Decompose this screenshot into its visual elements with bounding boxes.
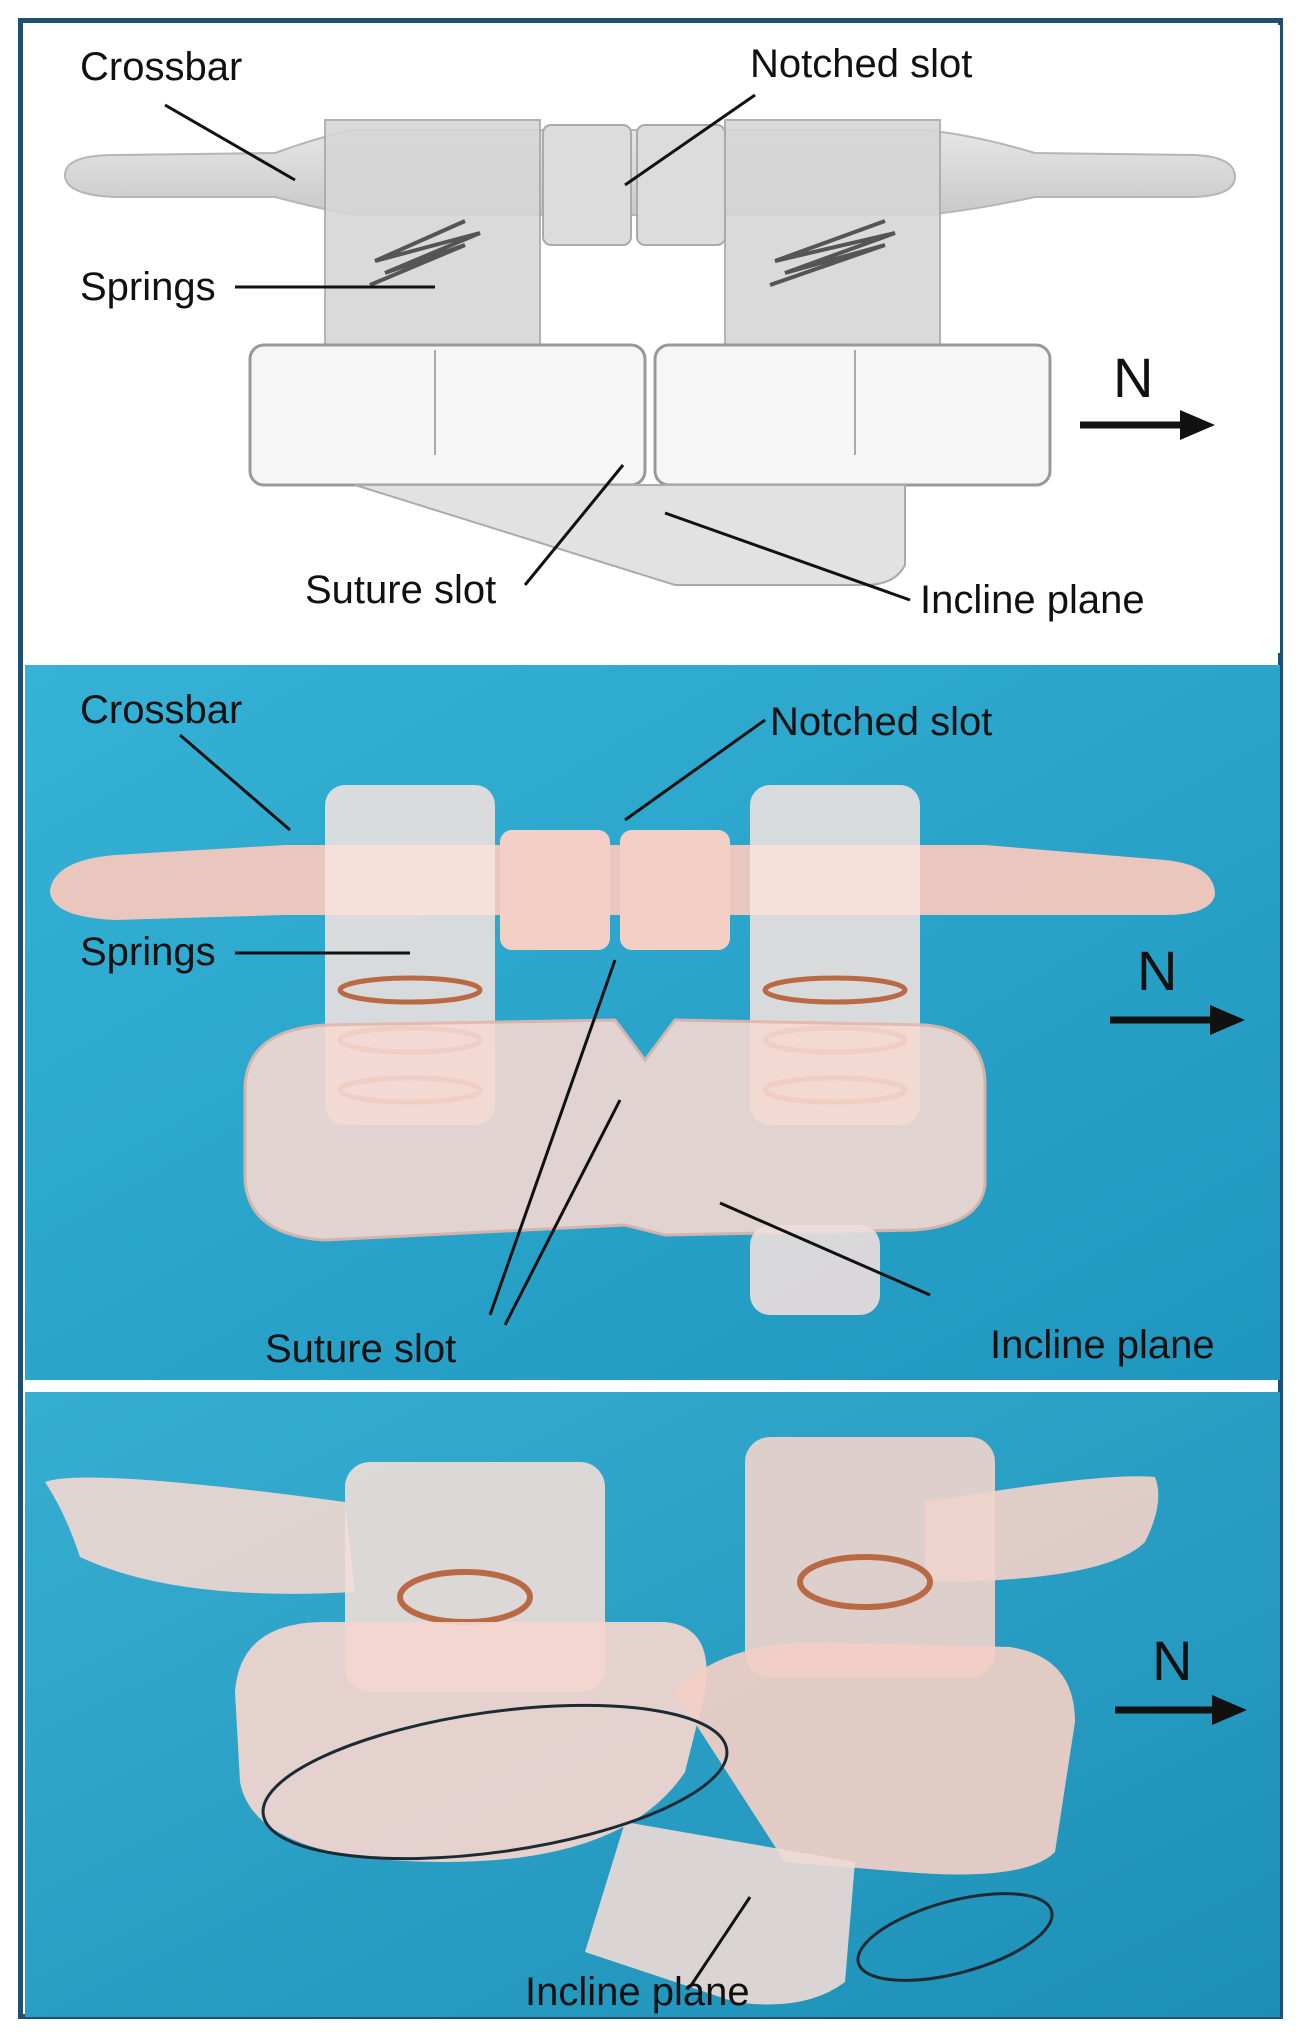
label-springs: Springs xyxy=(80,265,216,309)
crossbar-shape xyxy=(45,1477,355,1594)
outline-right xyxy=(856,1892,1054,1982)
label-springs: Springs xyxy=(80,930,216,974)
label-incline-plane: Incline plane xyxy=(525,1970,750,2014)
photo-side-drawing: Crossbar Notched slot Springs Suture slo… xyxy=(25,665,1280,1380)
outline-left xyxy=(261,1703,729,1861)
label-north: N xyxy=(1113,346,1153,409)
right-spring xyxy=(769,219,896,287)
label-crossbar: Crossbar xyxy=(80,688,242,732)
label-suture-slot: Suture slot xyxy=(265,1327,456,1371)
center-block-left xyxy=(542,124,632,246)
label-incline-plane: Incline plane xyxy=(920,578,1145,622)
panel-photo-angled: Incline plane N xyxy=(25,1392,1280,2017)
label-incline-plane: Incline plane xyxy=(990,1323,1215,1367)
label-notched-slot: Notched slot xyxy=(770,700,992,744)
base-shape xyxy=(243,1018,987,1242)
schematic-drawing: Crossbar Notched slot Springs Suture slo… xyxy=(63,42,1237,622)
base-right xyxy=(675,1642,1075,1875)
label-north: N xyxy=(1137,939,1177,1002)
label-crossbar: Crossbar xyxy=(80,45,242,89)
base-left xyxy=(235,1622,707,1862)
label-suture-slot: Suture slot xyxy=(305,568,496,612)
label-north: N xyxy=(1152,1629,1192,1692)
left-spring xyxy=(369,219,481,287)
right-tower xyxy=(724,119,941,371)
base-right xyxy=(653,343,1052,487)
incline-shape xyxy=(585,1822,855,2005)
label-notched-slot: Notched slot xyxy=(750,42,972,86)
base-left xyxy=(248,343,647,487)
panel-photo-side: Crossbar Notched slot Springs Suture slo… xyxy=(25,665,1280,1380)
photo-angled-drawing: Incline plane N xyxy=(25,1392,1280,2017)
incline-shape xyxy=(750,1225,880,1315)
center-block-right xyxy=(636,124,726,246)
panel-schematic: Crossbar Notched slot Springs Suture slo… xyxy=(25,25,1280,653)
